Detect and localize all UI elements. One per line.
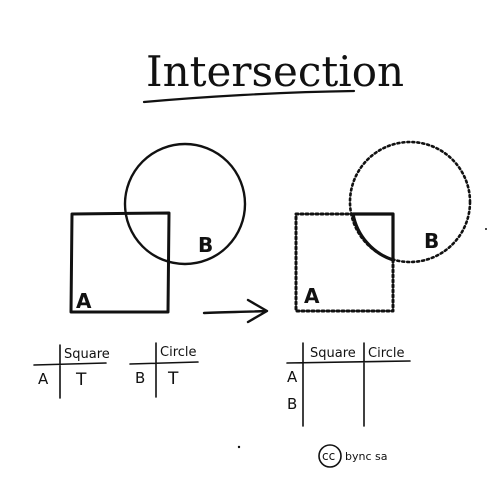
left-diagram: A B <box>69 142 247 314</box>
table-circle-row-label: B <box>135 369 145 387</box>
table-circle-value: T <box>167 369 179 389</box>
arrow <box>202 298 269 324</box>
circle-b-shape <box>123 142 247 266</box>
table-result-col1: Square <box>310 346 356 361</box>
table-square-row-label: A <box>38 370 49 388</box>
stray-dot-right <box>485 228 487 230</box>
table-square: Square A T <box>33 344 110 399</box>
left-label-b: B <box>198 233 213 257</box>
intersection-region <box>351 212 395 262</box>
arrow-icon <box>202 298 269 324</box>
table-circle-lines <box>129 342 199 398</box>
license-badge: cc bync sa <box>318 444 387 468</box>
table-circle: Circle B T <box>129 342 199 398</box>
table-square-value: T <box>75 370 87 390</box>
cc-circle-icon <box>318 444 342 468</box>
table-square-header: Square <box>64 347 110 362</box>
right-label-a: A <box>304 284 320 308</box>
stray-dot <box>237 445 241 449</box>
square-a-shape <box>69 211 171 314</box>
left-label-a: A <box>76 289 92 313</box>
table-result: Square Circle A B <box>286 342 411 427</box>
title-group: Intersection <box>142 47 404 104</box>
table-result-row1: A <box>287 368 298 386</box>
square-a-dotted <box>294 212 395 313</box>
right-label-b: B <box>424 229 439 253</box>
table-result-col2: Circle <box>368 346 405 361</box>
right-diagram: A B <box>294 140 472 313</box>
circle-b-dotted <box>348 140 472 264</box>
table-circle-header: Circle <box>160 345 197 360</box>
table-square-lines <box>33 344 107 399</box>
title: Intersection <box>146 47 404 96</box>
title-underline <box>142 89 356 104</box>
table-result-row2: B <box>287 395 297 413</box>
cc-badge-text: cc <box>322 449 335 463</box>
license-text: bync sa <box>345 450 387 463</box>
table-result-lines <box>286 342 411 427</box>
